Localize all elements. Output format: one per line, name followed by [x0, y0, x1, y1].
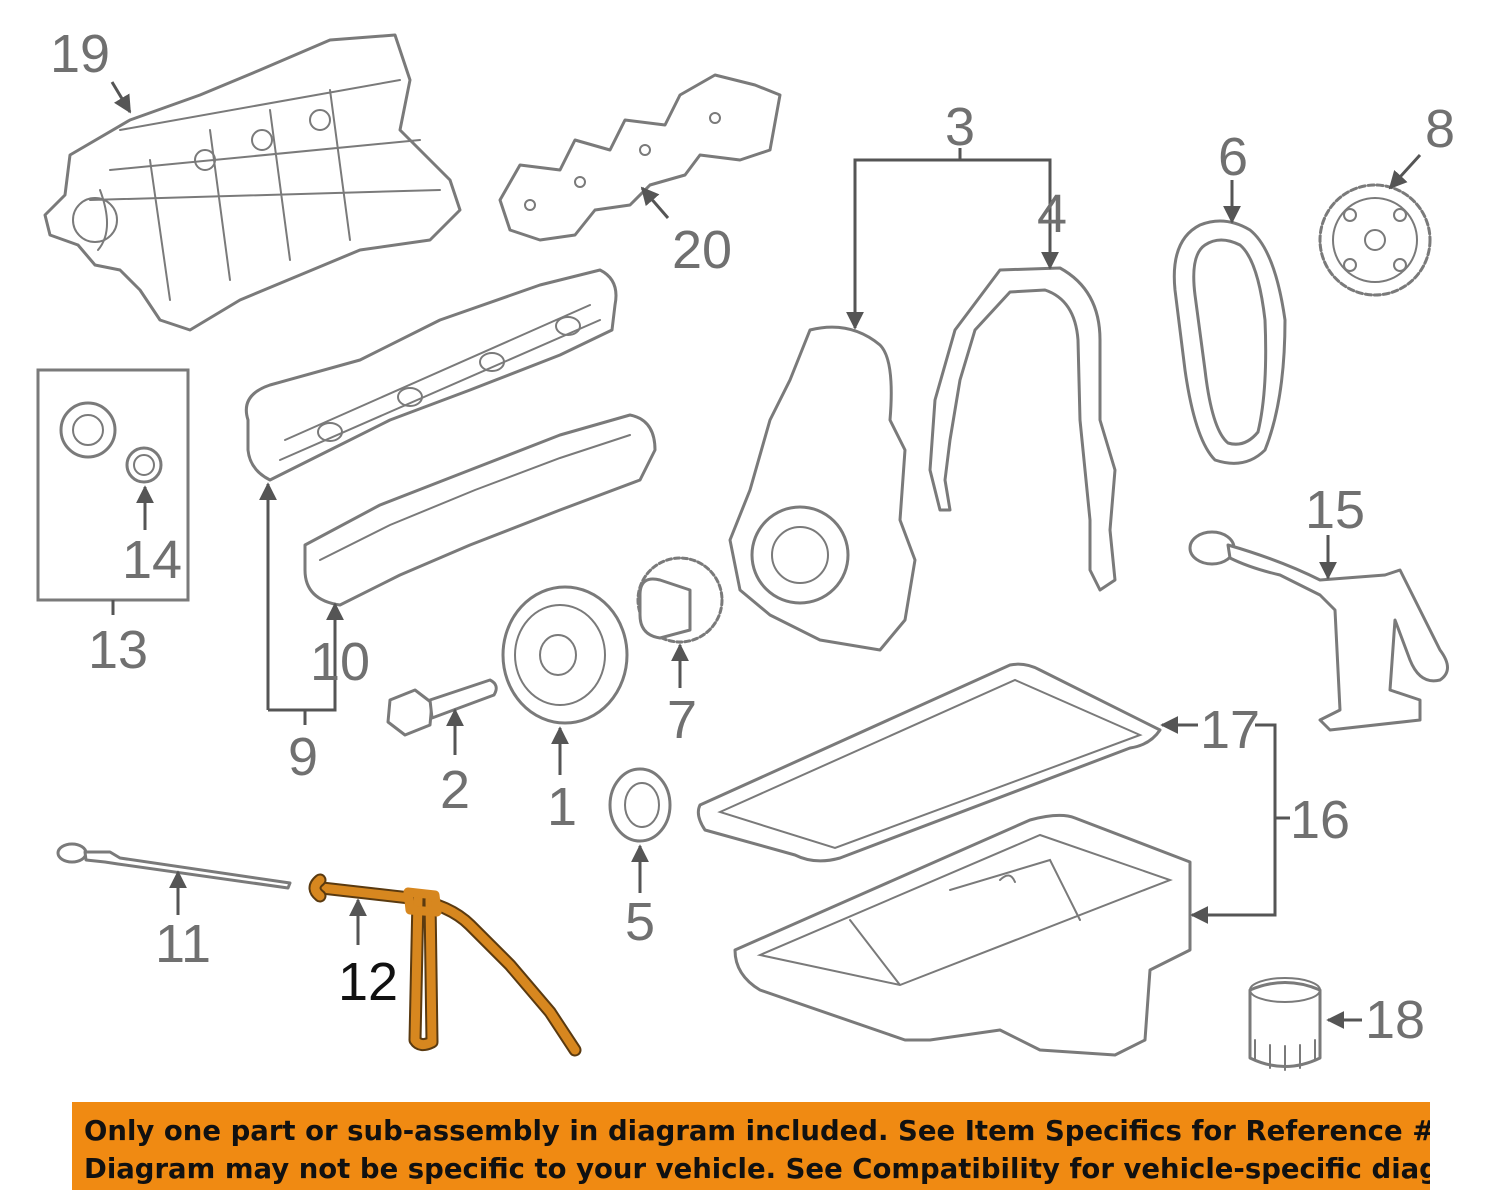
callout-14: 14 [122, 530, 182, 590]
callout-10: 10 [310, 632, 370, 692]
callout-2: 2 [440, 760, 470, 820]
intake-gasket [498, 73, 782, 242]
crankshaft-sprocket [636, 556, 724, 644]
callout-8: 8 [1425, 99, 1455, 159]
callout-5: 5 [625, 892, 655, 952]
callout-15: 15 [1305, 480, 1365, 540]
leader-lines [110, 81, 1422, 1029]
callout-9: 9 [288, 727, 318, 787]
timing-cover-gasket [928, 266, 1117, 592]
callout-16: 16 [1290, 790, 1350, 850]
valve-cover-gasket [303, 413, 657, 607]
timing-cover [728, 325, 917, 652]
oil-dipstick [56, 842, 292, 890]
front-crank-seal [608, 767, 672, 843]
callout-1: 1 [547, 777, 577, 837]
oil-pan [733, 813, 1192, 1057]
camshaft-sprocket [1318, 183, 1432, 297]
valve-cover [244, 268, 618, 482]
disclaimer-line-2: Diagram may not be specific to your vehi… [84, 1153, 1430, 1185]
callout-17: 17 [1200, 700, 1260, 760]
callout-18: 18 [1365, 990, 1425, 1050]
callout-12: 12 [338, 952, 398, 1012]
oil-filter [1248, 977, 1322, 1071]
disclaimer-line-1: Only one part or sub-assembly in diagram… [84, 1115, 1430, 1147]
timing-chain [1172, 219, 1287, 465]
harmonic-balancer [501, 585, 629, 725]
oil-pump-pickup [1188, 530, 1449, 732]
callout-13: 13 [88, 620, 148, 680]
callout-11: 11 [155, 914, 211, 974]
callout-7: 7 [667, 690, 697, 750]
callout-6: 6 [1218, 127, 1248, 187]
oil-pan-gasket [696, 662, 1162, 863]
callout-3: 3 [945, 97, 975, 157]
callout-19: 19 [50, 24, 110, 84]
balancer-bolt [386, 678, 498, 737]
callout-4: 4 [1037, 184, 1067, 244]
callout-20: 20 [672, 220, 732, 280]
dipstick-tube-highlighted [308, 873, 582, 1057]
disclaimer-banner: Only one part or sub-assembly in diagram… [72, 1102, 1430, 1190]
intake-manifold [43, 33, 462, 332]
callout-numbers: 19 20 3 4 6 8 14 13 10 9 15 2 1 7 5 17 1… [50, 24, 1455, 1050]
